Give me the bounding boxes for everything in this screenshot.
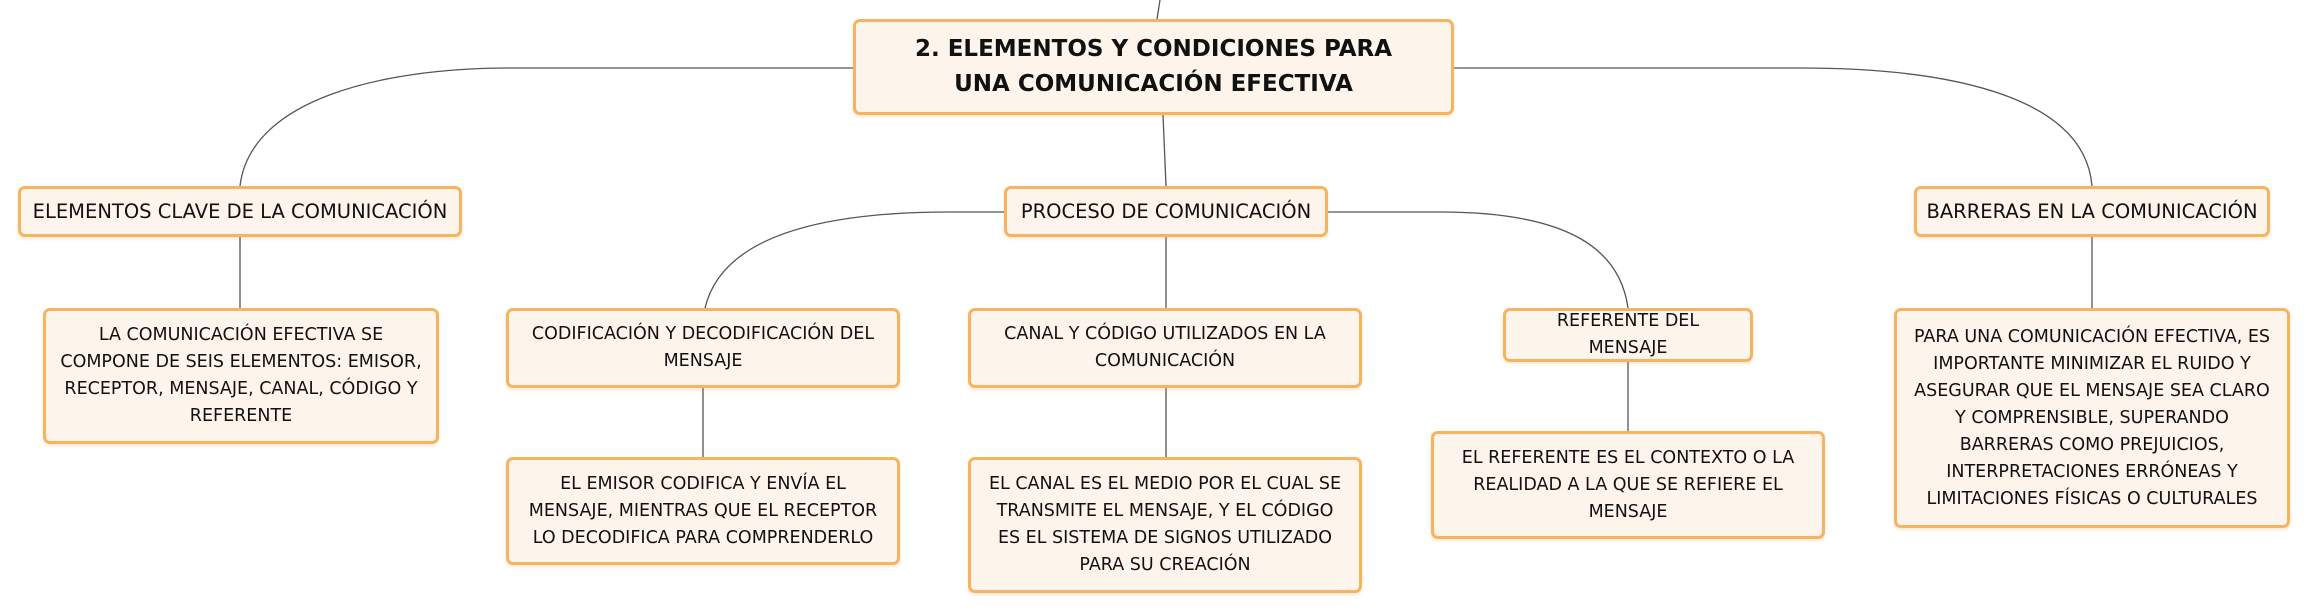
central-topic-node[interactable]: 2. ELEMENTOS Y CONDICIONES PARA UNA COMU… <box>853 19 1454 115</box>
subtopic-referente-detalle[interactable]: EL REFERENTE ES EL CONTEXTO O LA REALIDA… <box>1431 431 1825 539</box>
topic-elementos-clave[interactable]: ELEMENTOS CLAVE DE LA COMUNICACIÓN <box>18 186 462 237</box>
topic-label: BARRERAS EN LA COMUNICACIÓN <box>1926 200 2258 223</box>
central-topic-label: 2. ELEMENTOS Y CONDICIONES PARA UNA COMU… <box>914 36 1393 97</box>
subtopic-label: LA COMUNICACIÓN EFECTIVA SE COMPONE DE S… <box>60 325 422 426</box>
topic-label: PROCESO DE COMUNICACIÓN <box>1020 200 1312 223</box>
connector-proceso-to-codificacion <box>704 211 1004 309</box>
connector-parent-to-title <box>1156 0 1161 20</box>
subtopic-label: EL CANAL ES EL MEDIO POR EL CUAL SE TRAN… <box>988 474 1342 575</box>
subtopic-label: EL REFERENTE ES EL CONTEXTO O LA REALIDA… <box>1461 447 1795 522</box>
subtopic-codificacion-detalle[interactable]: EL EMISOR CODIFICA Y ENVÍA EL MENSAJE, M… <box>506 457 900 565</box>
subtopic-label: PARA UNA COMUNICACIÓN EFECTIVA, ES IMPOR… <box>1913 326 2271 509</box>
subtopic-elementos-detalle[interactable]: LA COMUNICACIÓN EFECTIVA SE COMPONE DE S… <box>43 308 439 444</box>
connector-title-to-proceso <box>1162 114 1167 187</box>
subtopic-barreras-detalle[interactable]: PARA UNA COMUNICACIÓN EFECTIVA, ES IMPOR… <box>1894 308 2290 528</box>
subtopic-referente[interactable]: REFERENTE DEL MENSAJE <box>1503 308 1753 362</box>
subtopic-label: EL EMISOR CODIFICA Y ENVÍA EL MENSAJE, M… <box>528 473 878 548</box>
subtopic-canal-detalle[interactable]: EL CANAL ES EL MEDIO POR EL CUAL SE TRAN… <box>968 457 1362 593</box>
topic-label: ELEMENTOS CLAVE DE LA COMUNICACIÓN <box>32 200 448 223</box>
subtopic-label: CODIFICACIÓN Y DECODIFICACIÓN DEL MENSAJ… <box>531 324 875 371</box>
subtopic-canal-codigo[interactable]: CANAL Y CÓDIGO UTILIZADOS EN LA COMUNICA… <box>968 308 1362 388</box>
topic-barreras-comunicacion[interactable]: BARRERAS EN LA COMUNICACIÓN <box>1914 186 2270 237</box>
subtopic-label: CANAL Y CÓDIGO UTILIZADOS EN LA COMUNICA… <box>1004 324 1326 371</box>
connector-title-to-elementos-clave <box>239 67 853 187</box>
subtopic-label: REFERENTE DEL MENSAJE <box>1556 311 1700 358</box>
connector-proceso-to-referente <box>1328 211 1629 309</box>
subtopic-codificacion[interactable]: CODIFICACIÓN Y DECODIFICACIÓN DEL MENSAJ… <box>506 308 900 388</box>
topic-proceso-comunicacion[interactable]: PROCESO DE COMUNICACIÓN <box>1004 186 1328 237</box>
connector-title-to-barreras <box>1454 67 2093 187</box>
